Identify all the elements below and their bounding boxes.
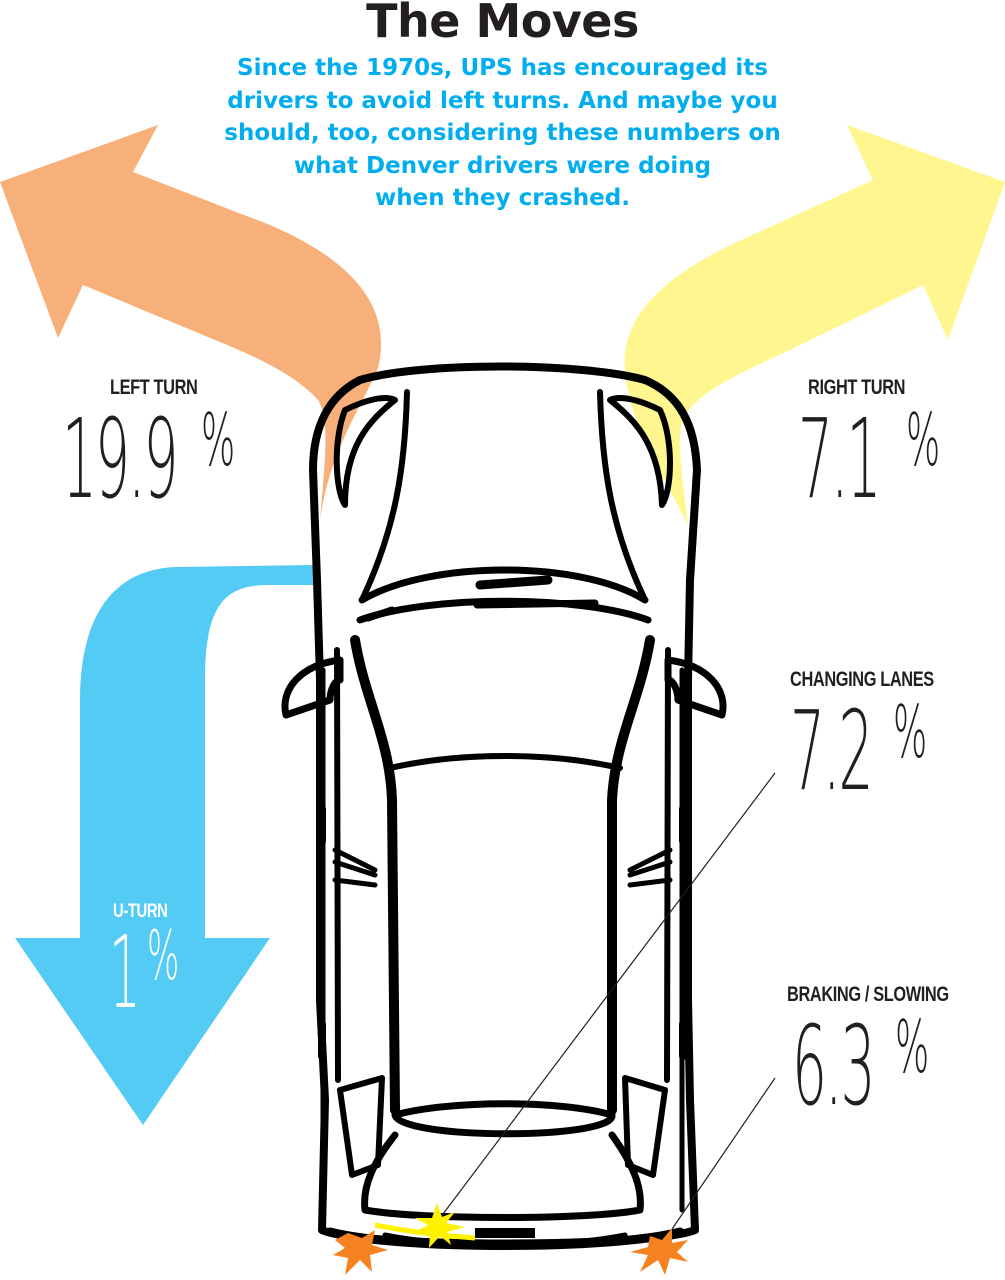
intro-line: when they crashed.: [375, 185, 630, 211]
intro-line: drivers to avoid left turns. And maybe y…: [227, 87, 778, 114]
right-turn-stat: RIGHT TURN 7.1%: [798, 376, 974, 514]
u-turn-value: 1: [109, 914, 141, 1031]
changing-lanes-value: 7.2: [790, 687, 873, 815]
intro-line: Since the 1970s, UPS has encouraged its: [237, 55, 768, 81]
windshield: [358, 566, 649, 604]
roof-front-edge: [387, 753, 623, 771]
braking-slowing-value: 6.3: [792, 1002, 875, 1130]
crash-burst-right-icon: [630, 1228, 688, 1275]
left-turn-label: LEFT TURN: [110, 376, 198, 399]
trunk: [361, 1131, 644, 1221]
braking-slowing-unit: %: [894, 1005, 930, 1089]
u-turn-unit: %: [146, 917, 179, 996]
left-headlight: [333, 395, 398, 508]
car-body-outline: [309, 362, 701, 1248]
left-side-mirror: [281, 656, 344, 719]
right-turn-value: 7.1: [798, 395, 881, 523]
left-turn-stat: LEFT TURN 19.9%: [62, 376, 269, 514]
braking-slowing-label: BRAKING / SLOWING: [787, 983, 949, 1006]
left-turn-arrow: [0, 125, 382, 520]
page-title: The Moves: [366, 0, 639, 48]
u-turn-stat: U-TURN 1%: [109, 901, 211, 1023]
changing-lanes-unit: %: [892, 690, 928, 774]
intro-line: should, too, considering these numbers o…: [224, 120, 781, 146]
changing-lanes-stat: CHANGING LANES 7.2%: [790, 668, 974, 806]
left-turn-unit: %: [200, 398, 236, 482]
intro-text: Since the 1970s, UPS has encouraged its …: [150, 52, 855, 215]
left-turn-value: 19.9: [62, 395, 178, 523]
braking-leader-line: [667, 1077, 776, 1236]
right-turn-label: RIGHT TURN: [808, 376, 906, 399]
u-turn-arrow: [15, 565, 315, 1125]
u-turn-label: U-TURN: [113, 901, 168, 922]
right-turn-arrow: [624, 125, 1005, 525]
rear-window: [391, 1100, 616, 1138]
changing-lanes-leader-line: [436, 772, 776, 1223]
right-side-mirror: [664, 656, 727, 719]
intro-line: what Denver drivers were doing: [293, 152, 712, 179]
crash-burst-left-icon: [333, 1230, 388, 1275]
right-turn-unit: %: [905, 398, 941, 482]
car-top-view: [281, 362, 727, 1250]
crash-star-yellow-icon: [413, 1203, 465, 1248]
braking-slowing-stat: BRAKING / SLOWING 6.3%: [787, 983, 994, 1121]
changing-lanes-label: CHANGING LANES: [790, 668, 934, 691]
right-headlight: [607, 395, 673, 508]
